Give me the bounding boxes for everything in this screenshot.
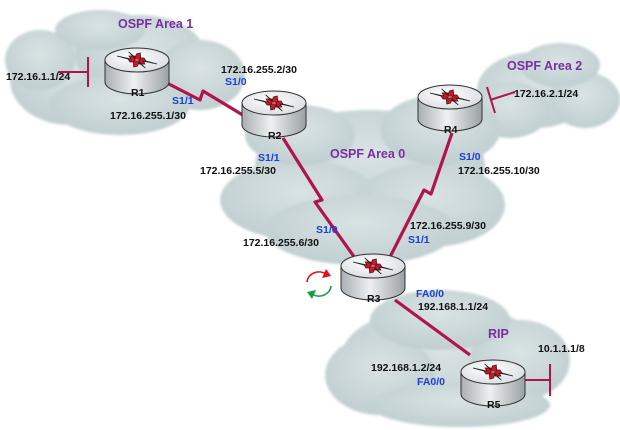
router-label-r3: R3 xyxy=(367,293,381,305)
area-label-ospf-area-1: OSPF Area 1 xyxy=(118,17,193,31)
router-label-r2: R2 xyxy=(268,130,282,142)
ip-r3-s10: 172.16.255.6/30 xyxy=(243,237,319,249)
intf-r3-fa00: FA0/0 xyxy=(416,288,444,300)
area-label-ospf-area-2: OSPF Area 2 xyxy=(507,59,582,73)
lan-stubs xyxy=(58,57,551,396)
area-label-ospf-area-0: OSPF Area 0 xyxy=(330,147,405,161)
ip-r2-s10: 172.16.255.2/30 xyxy=(221,64,297,76)
link-r3-r5 xyxy=(394,298,471,357)
intf-r3-s11: S1/1 xyxy=(408,234,430,246)
ip-r4-lan: 172.16.2.1/24 xyxy=(514,88,578,100)
router-label-r1: R1 xyxy=(131,87,145,99)
ip-r5-lan: 10.1.1.1/8 xyxy=(538,343,585,355)
link-r1-r2 xyxy=(164,80,247,119)
cloud-ospf-area-1 xyxy=(5,10,245,135)
intf-r2-s11: S1/1 xyxy=(258,152,280,164)
intf-r5-fa00: FA0/0 xyxy=(417,376,445,388)
area-label-rip: RIP xyxy=(488,327,509,341)
intf-r2-s10: S1/0 xyxy=(225,76,247,88)
ip-r2-s11: 172.16.255.5/30 xyxy=(200,165,276,177)
router-label-r4: R4 xyxy=(444,124,458,136)
cloud-rip xyxy=(325,290,570,427)
ethernet-links xyxy=(394,298,471,357)
link-r2-r3 xyxy=(281,137,357,259)
ip-r3-s11: 172.16.255.9/30 xyxy=(410,220,486,232)
ip-r1-lan: 172.16.1.1/24 xyxy=(6,71,70,83)
router-label-r5: R5 xyxy=(487,399,501,411)
link-r3-r4 xyxy=(388,132,454,258)
ip-r5-fa00: 192.168.1.2/24 xyxy=(371,362,441,374)
ip-r4-s10: 172.16.255.10/30 xyxy=(458,165,540,177)
intf-r4-s10: S1/0 xyxy=(459,151,481,163)
intf-r1-s11: S1/1 xyxy=(172,95,194,107)
serial-links xyxy=(164,80,454,259)
redistribution-icon xyxy=(306,269,332,299)
ip-r3-fa00: 192.168.1.1/24 xyxy=(418,301,488,313)
ip-r1-s11: 172.16.255.1/30 xyxy=(110,110,186,122)
intf-r3-s10: S1/0 xyxy=(316,224,338,236)
